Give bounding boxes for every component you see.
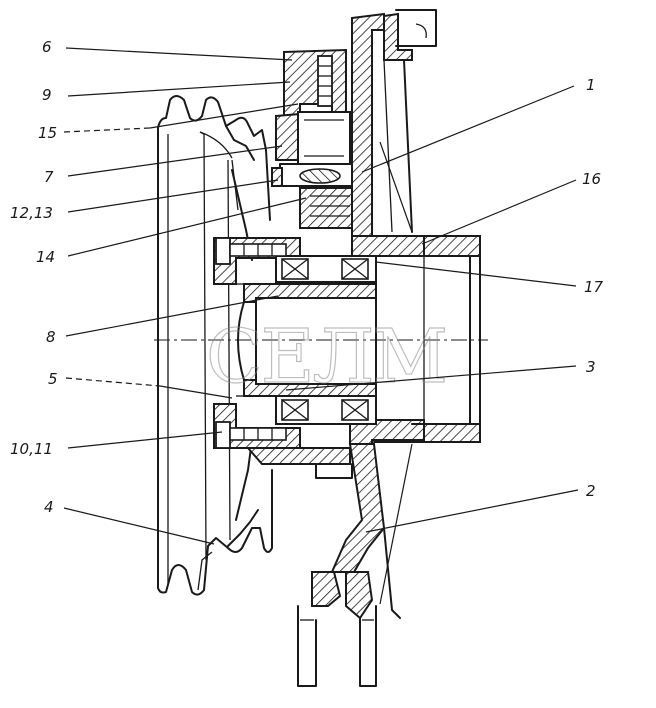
callout-10-11: 10,11	[10, 440, 53, 458]
pulley	[157, 95, 273, 596]
callout-6: 6	[42, 38, 52, 56]
callout-2: 2	[586, 482, 596, 500]
callout-16: 16	[582, 170, 601, 188]
housing-bracket	[297, 9, 437, 687]
callout-3: 3	[586, 358, 596, 376]
callout-14: 14	[36, 248, 55, 266]
callout-1: 1	[586, 76, 596, 94]
hub-assembly	[154, 235, 488, 479]
callout-7: 7	[44, 168, 54, 186]
callout-4: 4	[44, 498, 54, 516]
callout-15: 15	[38, 124, 57, 142]
callout-9: 9	[42, 86, 52, 104]
callout-17: 17	[584, 278, 604, 296]
callout-5: 5	[48, 370, 58, 388]
leader-lines	[63, 47, 579, 605]
callout-8: 8	[46, 328, 56, 346]
tensioner-assembly	[271, 48, 373, 229]
callout-12-13: 12,13	[10, 204, 53, 222]
callout-labels: 6 9 15 7 12,13 14 8 5 10,11 4 1 16 17 3 …	[10, 38, 604, 516]
